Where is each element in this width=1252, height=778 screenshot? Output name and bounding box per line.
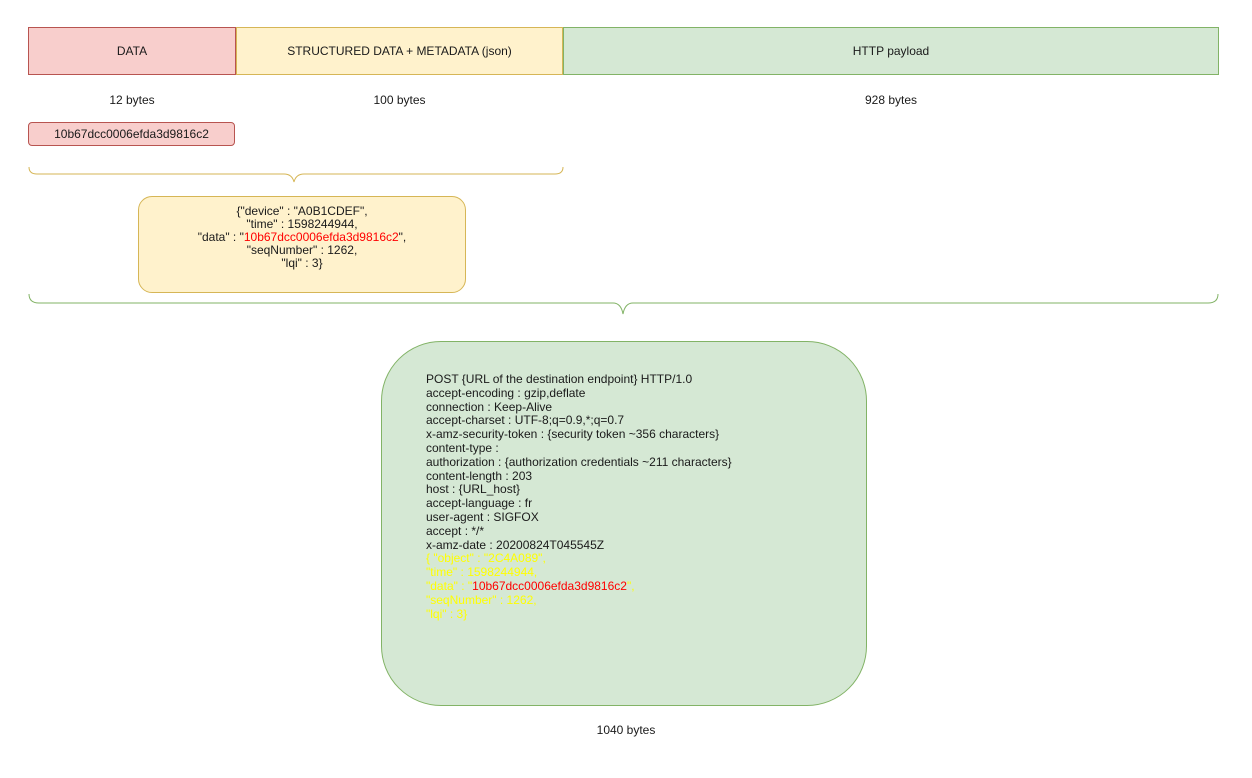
structured-data-segment-label: STRUCTURED DATA + METADATA (json)	[287, 44, 512, 58]
json-line-lqi: "lqi" : 3}	[281, 256, 323, 270]
http-body-line-data: "data" : "10b67dcc0006efda3d9816c2",	[426, 578, 866, 594]
http-header-line: x-amz-security-token : {security token ~…	[426, 427, 720, 442]
http-body-line-time: "time" : 1598244944,	[426, 565, 538, 580]
http-header-line: x-amz-date : 20200824T045545Z	[426, 537, 605, 552]
http-header-line: connection : Keep-Alive	[426, 399, 553, 414]
http-header-line: accept : */*	[426, 523, 485, 538]
http-body-data-key: "data" : "	[426, 578, 473, 593]
structured-data-segment: STRUCTURED DATA + METADATA (json)	[236, 27, 563, 75]
http-header-line: user-agent : SIGFOX	[426, 509, 539, 524]
http-header-line: accept-language : fr	[426, 496, 533, 511]
http-body-data-suffix: ",	[626, 578, 635, 593]
json-line-data: "data" : "10b67dcc0006efda3d9816c2",	[139, 231, 465, 244]
total-size-label: 1040 bytes	[596, 723, 656, 737]
http-header-line: accept-charset : UTF-8;q=0.9,*;q=0.7	[426, 413, 625, 428]
http-request-box: POST {URL of the destination endpoint} H…	[381, 341, 867, 706]
http-header-line: content-length : 203	[426, 468, 533, 483]
http-body-data-value: 10b67dcc0006efda3d9816c2	[472, 578, 627, 593]
http-brace	[28, 293, 1219, 315]
http-header-line: authorization : {authorization credentia…	[426, 454, 732, 469]
json-line-seqnumber: "seqNumber" : 1262,	[246, 243, 358, 257]
http-body-line-lqi: "lqi" : 3}	[426, 606, 468, 621]
http-header-line: content-type :	[426, 440, 499, 455]
json-data-suffix: ",	[398, 230, 407, 244]
data-size-label: 12 bytes	[109, 93, 155, 107]
http-header-line: host : {URL_host}	[426, 482, 521, 497]
json-data-value: 10b67dcc0006efda3d9816c2	[243, 230, 399, 244]
http-size-label: 928 bytes	[864, 93, 918, 107]
raw-data-value: 10b67dcc0006efda3d9816c2	[54, 127, 209, 141]
structured-brace	[28, 166, 564, 183]
data-segment: DATA	[28, 27, 236, 75]
http-header-line: accept-encoding : gzip,deflate	[426, 385, 586, 400]
http-payload-segment: HTTP payload	[563, 27, 1219, 75]
http-header-line: POST {URL of the destination endpoint} H…	[426, 372, 693, 386]
json-line-device: {"device" : "A0B1CDEF",	[236, 204, 368, 218]
raw-data-box: 10b67dcc0006efda3d9816c2	[28, 122, 235, 146]
http-body-line-object: { "object" : "2C4A089",	[426, 551, 546, 566]
http-payload-segment-label: HTTP payload	[852, 44, 930, 58]
json-line-time: "time" : 1598244944,	[246, 217, 358, 231]
data-segment-label: DATA	[116, 44, 148, 58]
structured-size-label: 100 bytes	[373, 93, 426, 107]
json-structured-box: {"device" : "A0B1CDEF", "time" : 1598244…	[138, 196, 466, 293]
json-data-key: "data" : "	[197, 230, 244, 244]
http-body-line-seqnumber: "seqNumber" : 1262,	[426, 592, 537, 607]
